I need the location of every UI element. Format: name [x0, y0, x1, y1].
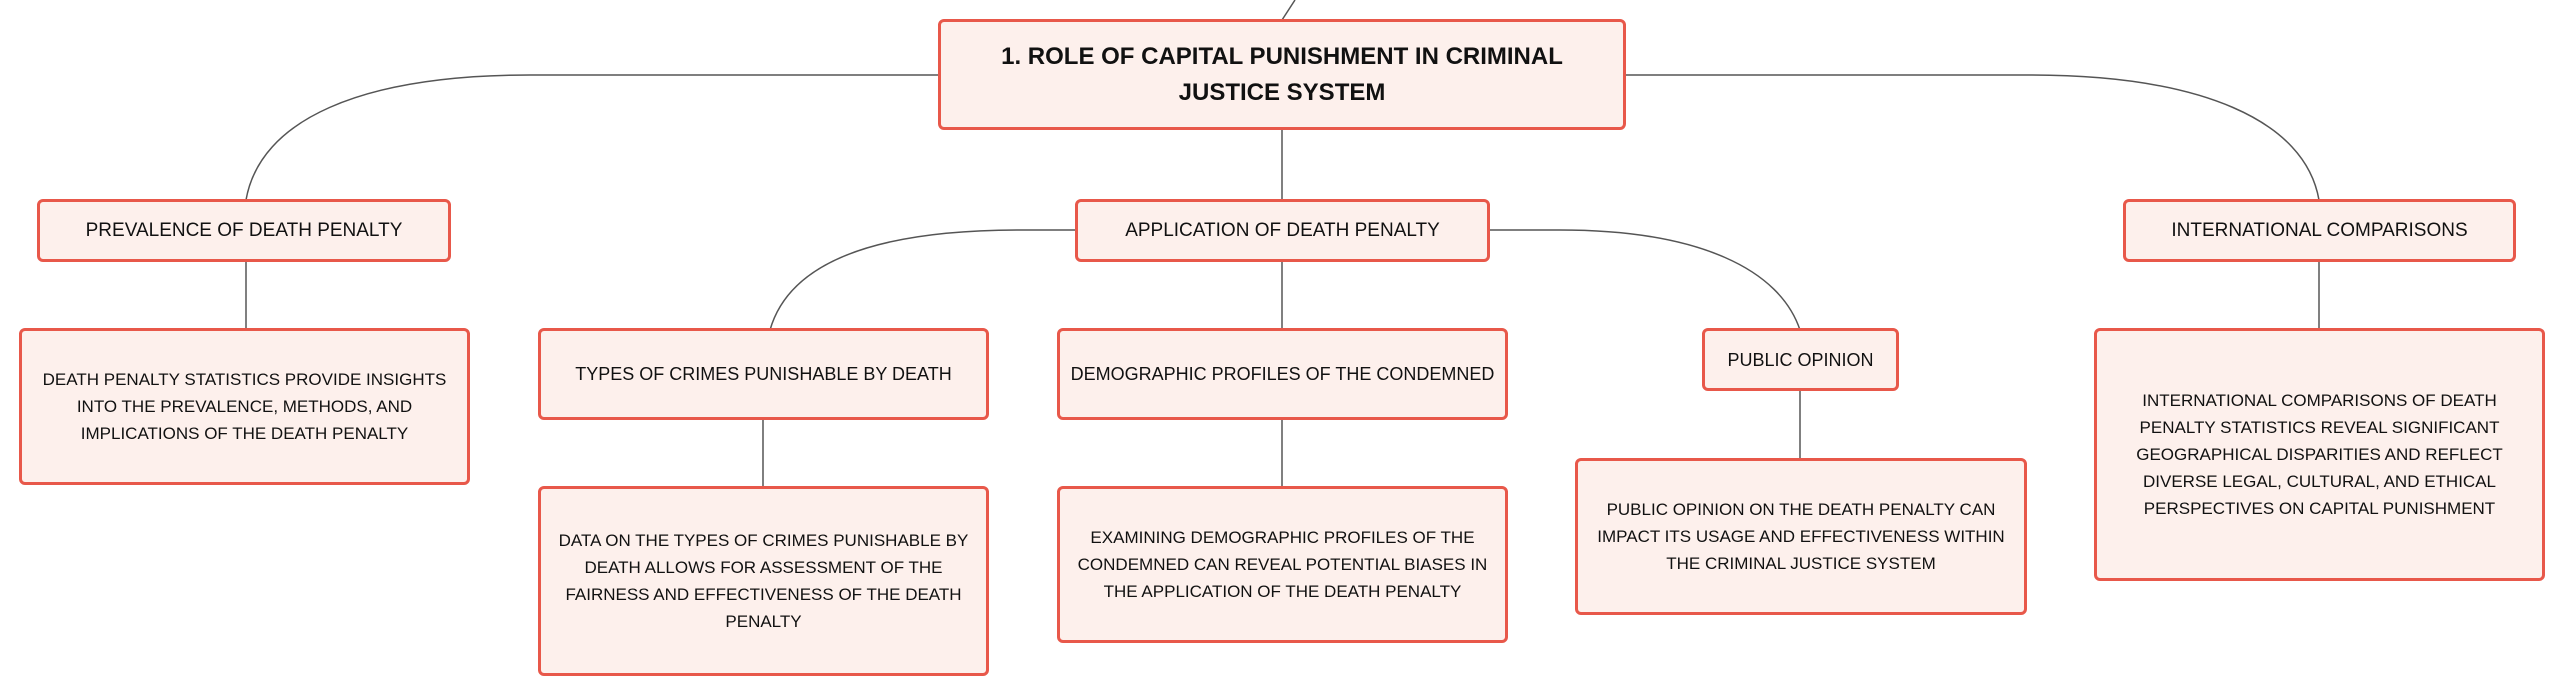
root-node[interactable]: 1. ROLE OF CAPITAL PUNISHMENT IN CRIMINA… [938, 19, 1626, 130]
subtopic-types-of-crimes[interactable]: TYPES OF CRIMES PUNISHABLE BY DEATH [538, 328, 989, 420]
subtopic-demographic-profiles-label: DEMOGRAPHIC PROFILES OF THE CONDEMNED [1070, 364, 1495, 384]
topic-international-comparisons[interactable]: INTERNATIONAL COMPARISONS [2123, 199, 2516, 262]
detail-types-of-crimes[interactable]: DATA ON THE TYPES OF CRIMES PUNISHABLE B… [538, 486, 989, 676]
topic-international-label: INTERNATIONAL COMPARISONS [2171, 219, 2468, 241]
detail-international-text: INTERNATIONAL COMPARISONS OF DEATH PENAL… [2136, 391, 2503, 518]
connector-application-public-opinion [1488, 229, 1801, 331]
subtopic-public-opinion-label: PUBLIC OPINION [1727, 349, 1874, 370]
connector-incoming-root [1281, 0, 1296, 21]
topic-prevalence-label: PREVALENCE OF DEATH PENALTY [85, 219, 403, 241]
subtopic-types-of-crimes-label: TYPES OF CRIMES PUNISHABLE BY DEATH [575, 364, 952, 384]
detail-demographic-profiles[interactable]: EXAMINING DEMOGRAPHIC PROFILES OF THE CO… [1057, 486, 1508, 643]
connector-root-prevalence [245, 74, 940, 201]
connector-application-crime-types [769, 229, 1076, 331]
detail-types-of-crimes-text: DATA ON THE TYPES OF CRIMES PUNISHABLE B… [558, 531, 969, 631]
detail-prevalence[interactable]: DEATH PENALTY STATISTICS PROVIDE INSIGHT… [19, 328, 470, 485]
detail-international[interactable]: INTERNATIONAL COMPARISONS OF DEATH PENAL… [2094, 328, 2545, 581]
subtopic-demographic-profiles[interactable]: DEMOGRAPHIC PROFILES OF THE CONDEMNED [1057, 328, 1508, 420]
topic-prevalence-of-death-penalty[interactable]: PREVALENCE OF DEATH PENALTY [37, 199, 451, 262]
topic-application-of-death-penalty[interactable]: APPLICATION OF DEATH PENALTY [1075, 199, 1490, 262]
connector-root-international [1625, 74, 2320, 201]
topic-application-label: APPLICATION OF DEATH PENALTY [1125, 219, 1440, 241]
detail-public-opinion-text: PUBLIC OPINION ON THE DEATH PENALTY CAN … [1597, 500, 2005, 573]
detail-prevalence-text: DEATH PENALTY STATISTICS PROVIDE INSIGHT… [42, 370, 447, 443]
detail-public-opinion[interactable]: PUBLIC OPINION ON THE DEATH PENALTY CAN … [1575, 458, 2027, 615]
root-label: 1. ROLE OF CAPITAL PUNISHMENT IN CRIMINA… [1001, 42, 1563, 106]
subtopic-public-opinion[interactable]: PUBLIC OPINION [1702, 328, 1899, 391]
detail-demographic-profiles-text: EXAMINING DEMOGRAPHIC PROFILES OF THE CO… [1077, 528, 1488, 601]
